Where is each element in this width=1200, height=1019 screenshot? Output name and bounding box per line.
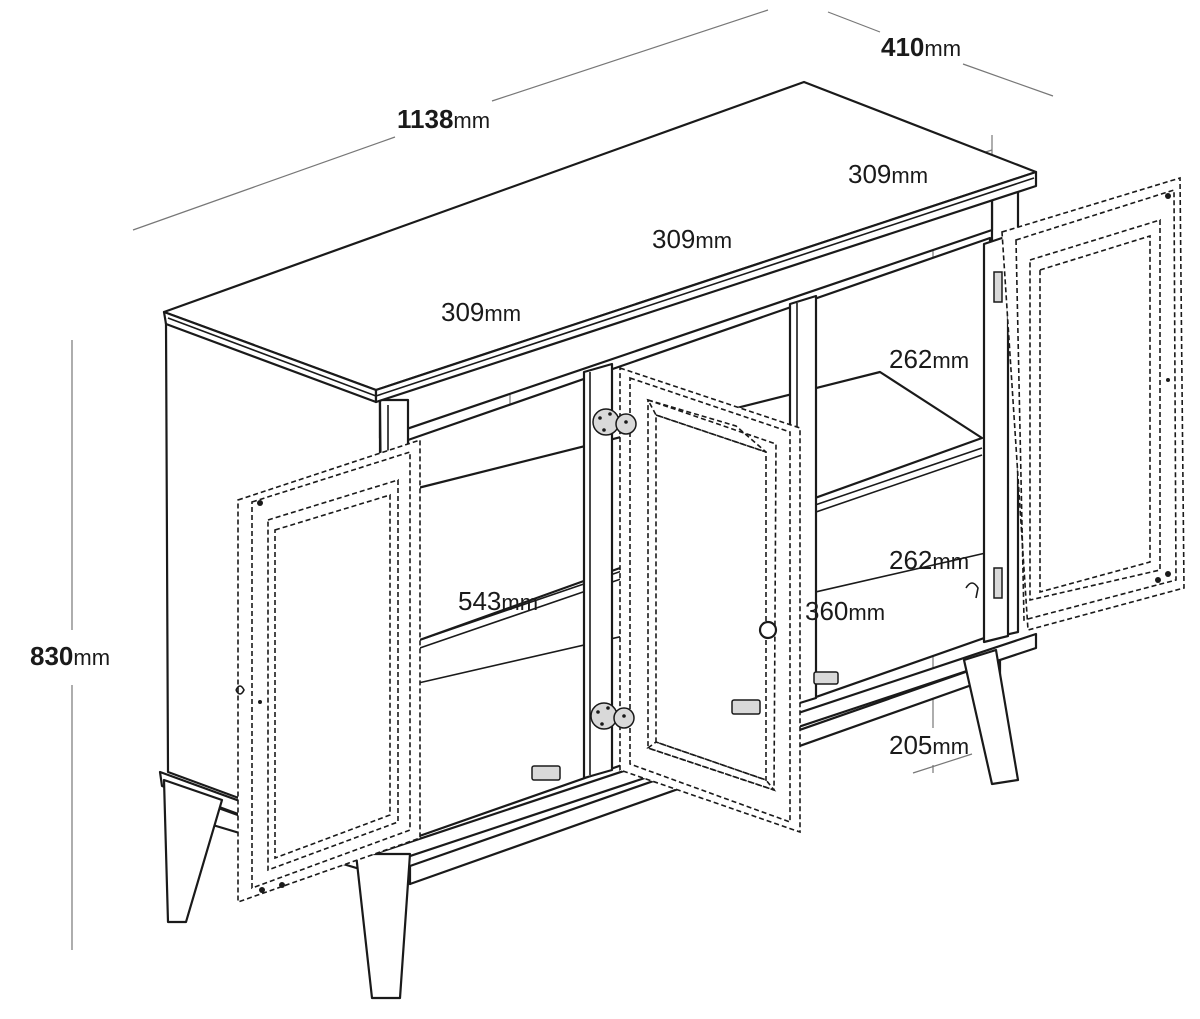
front-left-leg — [354, 852, 412, 1000]
left-door-open — [235, 438, 421, 904]
compartment-width-2-label: 309mm — [652, 224, 732, 254]
cabinet-legs — [162, 648, 1020, 1000]
right-door-open — [965, 176, 1185, 632]
width-label: 1138mm — [397, 104, 490, 134]
dimension-labels: 1138mm 410mm 830mm 309mm 309mm 309mm 262… — [30, 32, 969, 760]
leg-height-label: 205mm — [889, 730, 969, 760]
compartment-width-1-label: 309mm — [441, 297, 521, 327]
hinges — [590, 408, 637, 730]
height-label: 830mm — [30, 641, 110, 671]
bottom-hinge-icon — [590, 702, 635, 730]
compartment-width-3-label: 309mm — [848, 159, 928, 189]
top-hinge-icon — [592, 408, 637, 436]
door-catches — [531, 671, 839, 781]
inner-height-label: 543mm — [458, 586, 538, 616]
lower-shelf-height-label: 262mm — [889, 545, 969, 575]
back-right-leg — [962, 648, 1020, 786]
middle-door-open — [619, 366, 801, 834]
back-left-leg — [162, 778, 224, 924]
depth-label: 410mm — [881, 32, 961, 62]
upper-shelf-height-label: 262mm — [889, 344, 969, 374]
inner-depth-label: 360mm — [805, 596, 885, 626]
